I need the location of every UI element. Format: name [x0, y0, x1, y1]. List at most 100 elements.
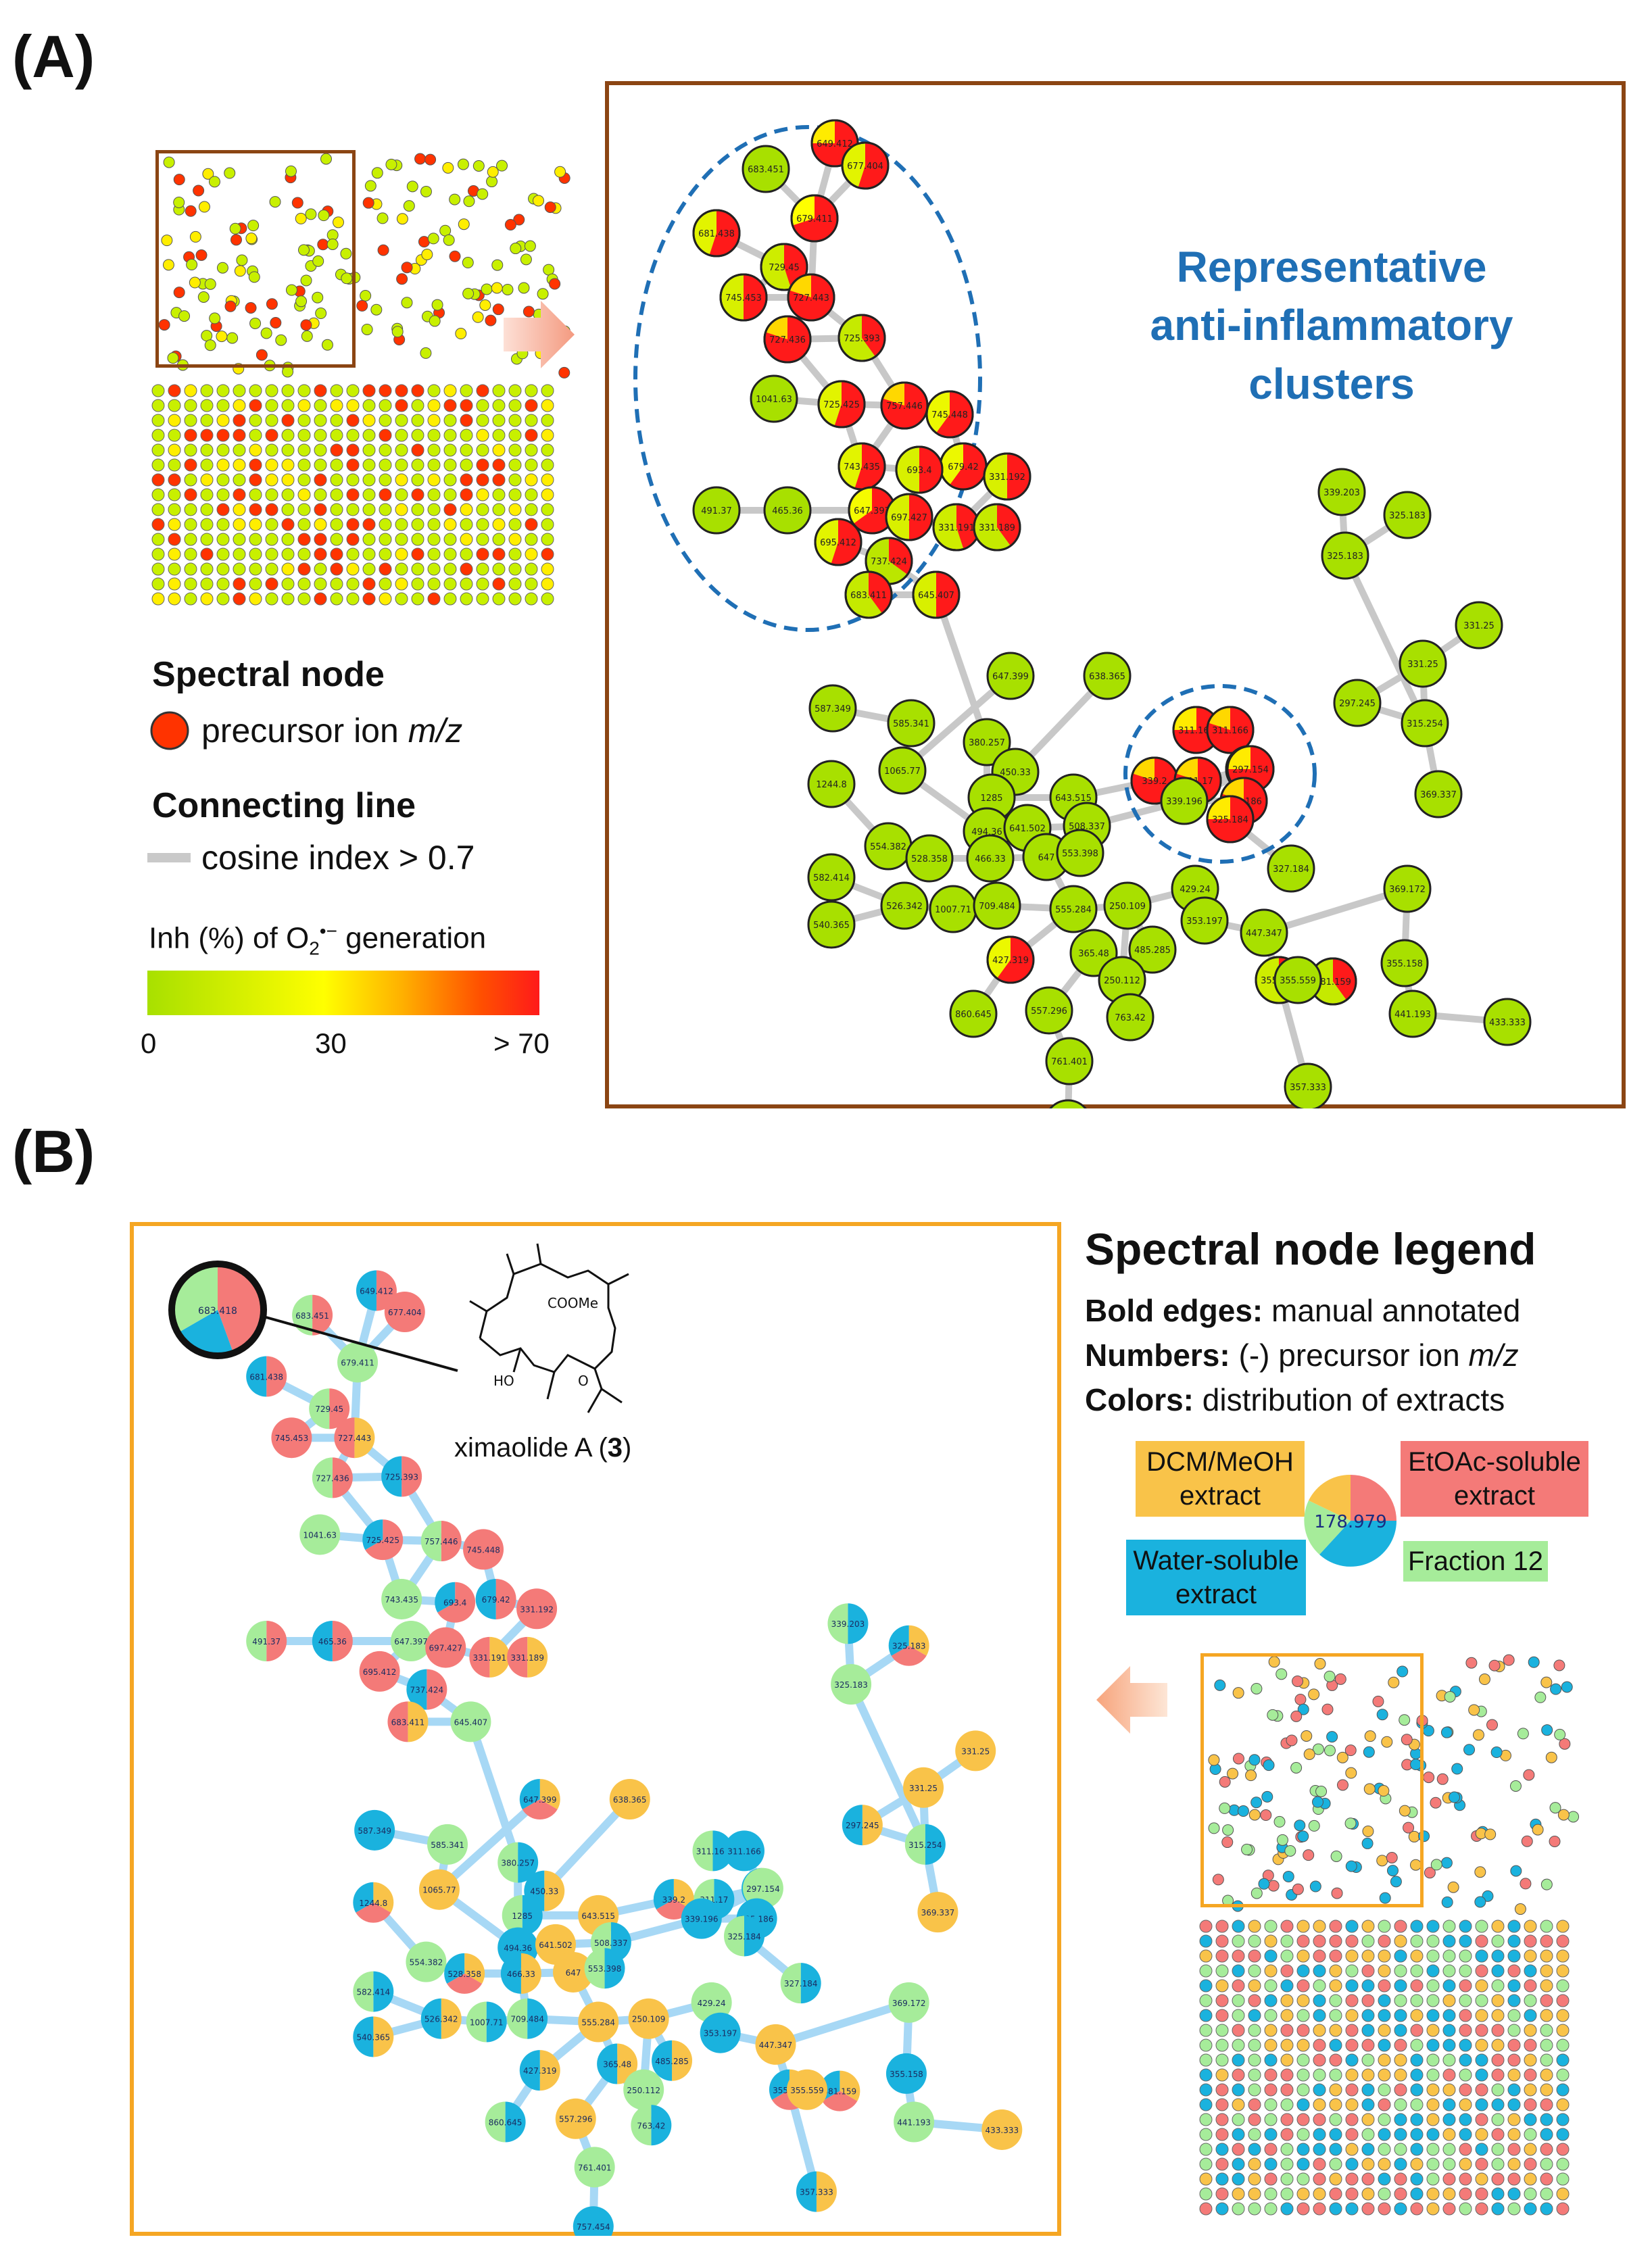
overview-node — [216, 414, 230, 427]
overview-node — [1345, 1920, 1359, 1933]
overview-node — [1459, 2143, 1472, 2156]
node-label: 645.407 — [454, 1717, 488, 1727]
network-node: 465.36 — [763, 486, 812, 535]
overview-node — [1410, 2038, 1424, 2052]
network-node: 727.443 — [334, 1417, 375, 1459]
overview-node — [1540, 1964, 1553, 1978]
overview-node — [314, 577, 327, 591]
overview-node — [508, 503, 522, 516]
node-label: 727.443 — [338, 1434, 372, 1443]
node-label: 761.401 — [1051, 1057, 1088, 1067]
overview-node — [1378, 1979, 1391, 1993]
node-label: 339.2 — [1142, 777, 1167, 787]
overview-node — [1524, 1934, 1537, 1948]
overview-node — [524, 240, 536, 252]
node-label: 554.382 — [410, 1958, 443, 1968]
network-node: 327.184 — [1267, 844, 1315, 893]
node-label: 331.25 — [961, 1746, 990, 1756]
overview-node — [1426, 1920, 1440, 1933]
overview-node — [1264, 2157, 1278, 2171]
overview-node — [1540, 2098, 1553, 2111]
node-label: 297.245 — [846, 1821, 879, 1830]
node-label: 683.451 — [748, 165, 784, 175]
network-node: 250.109 — [1103, 881, 1152, 930]
overview-node — [1491, 2202, 1505, 2216]
overview-node — [1282, 1870, 1294, 1882]
overview-node — [1361, 2068, 1375, 2082]
node-label: 555.284 — [1055, 905, 1092, 915]
overview-node — [1410, 2143, 1424, 2156]
overview-node — [266, 298, 278, 310]
node-label: 1285 — [980, 793, 1002, 804]
overview-node — [1199, 1920, 1213, 1933]
node-label: 693.4 — [906, 466, 931, 476]
overview-node — [1248, 2128, 1261, 2141]
network-node: 381.159 — [1309, 957, 1357, 1006]
overview-node — [1232, 2113, 1245, 2126]
overview-node — [1540, 2038, 1553, 2052]
overview-node — [1199, 2113, 1213, 2126]
node-label: 325.184 — [727, 1932, 761, 1941]
overview-node — [1215, 2053, 1229, 2067]
overview-node — [1459, 2187, 1472, 2201]
node-label: 725.425 — [366, 1536, 399, 1545]
overview-node — [216, 384, 230, 397]
overview-node — [1475, 1920, 1488, 1933]
node-label: 1041.63 — [303, 1530, 337, 1540]
overview-node — [1312, 1796, 1324, 1808]
overview-node — [1232, 2038, 1245, 2052]
network-node: 647.397 — [391, 1621, 432, 1662]
overview-node — [1296, 2187, 1310, 2201]
overview-node — [476, 533, 489, 546]
overview-node — [1378, 1920, 1391, 1933]
node-label: 745.448 — [466, 1545, 500, 1555]
overview-node — [1296, 1979, 1310, 1993]
overview-node — [508, 592, 522, 606]
overview-node — [1386, 1865, 1399, 1877]
overview-node — [362, 384, 376, 397]
overview-node — [1264, 1949, 1278, 1963]
overview-node — [1459, 2038, 1472, 2052]
overview-node — [248, 271, 260, 283]
overview-node — [1344, 1744, 1357, 1757]
overview-node — [492, 473, 506, 487]
overview-node — [362, 577, 376, 591]
overview-node — [395, 414, 408, 427]
edge — [847, 1682, 929, 1847]
overview-node — [332, 216, 344, 228]
overview-node — [1507, 2098, 1521, 2111]
network-node: 466.33 — [500, 1953, 541, 1994]
overview-node — [411, 429, 424, 442]
node-label: 331.189 — [979, 523, 1015, 533]
overview-node — [525, 429, 538, 442]
overview-node — [198, 201, 210, 213]
overview-node — [525, 518, 538, 531]
network-node: 447.347 — [1240, 908, 1288, 957]
overview-node — [1410, 1994, 1424, 2007]
overview-node — [1388, 1676, 1400, 1688]
overview-node — [427, 414, 441, 427]
overview-node — [1334, 1673, 1346, 1685]
overview-node — [1459, 2157, 1472, 2171]
overview-node — [1329, 2098, 1342, 2111]
node-label: 297.154 — [746, 1884, 780, 1894]
overview-node — [224, 167, 236, 179]
overview-node — [330, 488, 343, 502]
overview-node — [1475, 2128, 1488, 2141]
overview-node — [1248, 1964, 1261, 1978]
node-label: 250.112 — [1104, 976, 1140, 986]
node-label: 365.48 — [1078, 949, 1109, 959]
overview-node — [1361, 2128, 1375, 2141]
node-label: 331.25 — [909, 1784, 938, 1793]
overview-node — [1280, 2157, 1294, 2171]
network-node: 339.196 — [1160, 777, 1209, 825]
network-node: 526.342 — [420, 1998, 462, 2039]
node-label: 491.37 — [252, 1637, 281, 1646]
overview-node — [525, 592, 538, 606]
overview-node — [1280, 2098, 1294, 2111]
overview-node — [1459, 2172, 1472, 2186]
overview-node — [1297, 1830, 1309, 1842]
overview-node — [513, 214, 525, 226]
overview-node — [1556, 2024, 1570, 2037]
overview-node — [1361, 1994, 1375, 2007]
